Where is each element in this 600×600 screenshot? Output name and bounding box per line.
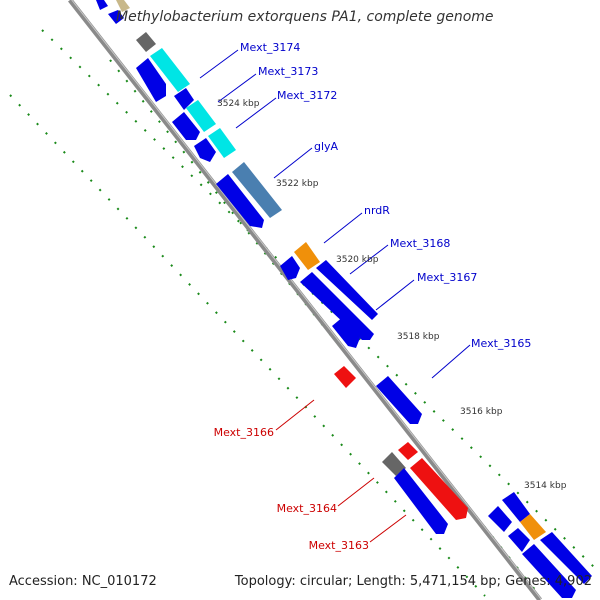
gene-arrow-blue-7 <box>300 272 374 340</box>
gene-label-mext3165[interactable]: Mext_3165 <box>471 337 531 350</box>
gene-box-gray-2 <box>382 452 406 476</box>
kbp-label-3522: 3522 kbp <box>276 179 319 189</box>
gene-arrow-blue-16 <box>540 532 592 584</box>
gene-box-red-2 <box>398 442 418 460</box>
genome-stats-label: Topology: circular; Length: 5,471,154 bp… <box>234 574 592 589</box>
gene-label-glyA[interactable]: glyA <box>314 140 339 153</box>
gene-box-top-blue-2 <box>108 10 124 24</box>
leader-line-mext3172 <box>235 97 277 129</box>
kbp-label-3514: 3514 kbp <box>524 481 567 491</box>
gene-box-orange-2 <box>520 514 546 540</box>
gene-label-mext3164[interactable]: Mext_3164 <box>277 502 337 515</box>
gene-label-mext3167[interactable]: Mext_3167 <box>417 271 477 284</box>
gene-arrow-blue-10 <box>376 376 422 424</box>
gene-arrow-blue-6 <box>280 256 300 280</box>
gene-label-mext3163[interactable]: Mext_3163 <box>309 539 369 552</box>
gene-label-nrdR[interactable]: nrdR <box>364 204 390 217</box>
genome-backbone <box>68 0 542 600</box>
kbp-label-3518: 3518 kbp <box>397 332 440 342</box>
gene-box-cyan-3 <box>208 128 236 158</box>
genome-title: Methylobacterium extorquens PA1, complet… <box>116 9 494 25</box>
kbp-label-3524: 3524 kbp <box>217 99 260 109</box>
gene-arrow-blue-9 <box>332 316 360 348</box>
gene-arrow-blue-11 <box>394 468 448 534</box>
gene-arrow-red-1 <box>410 458 468 520</box>
leader-line-glyA <box>273 147 313 179</box>
gene-label-mext3174[interactable]: Mext_3174 <box>240 41 300 54</box>
leader-line-nrdR <box>323 212 363 244</box>
kbp-label-3520: 3520 kbp <box>336 255 379 265</box>
gene-label-mext3173[interactable]: Mext_3173 <box>258 65 318 78</box>
leader-line-mext3165 <box>431 344 471 379</box>
gene-box-top-blue <box>96 0 108 10</box>
gene-arrow-blue-15 <box>522 544 576 598</box>
gene-arrow-blue-3 <box>172 112 200 140</box>
gene-box-red-1 <box>334 366 356 388</box>
gene-label-mext3172[interactable]: Mext_3172 <box>277 89 337 102</box>
leader-line-mext3163 <box>369 514 407 543</box>
accession-label: Accession: NC_010172 <box>9 574 157 589</box>
gene-arrow-blue-5 <box>216 174 264 228</box>
gene-arrow-blue-1 <box>136 58 166 102</box>
gene-arrow-blue-12 <box>488 506 512 532</box>
gene-arrow-blue-2 <box>174 88 194 110</box>
leader-line-mext3174 <box>199 49 239 79</box>
gene-box-gray-1 <box>136 32 156 52</box>
gene-box-cyan-1 <box>150 48 190 92</box>
leader-line-mext3173 <box>217 73 257 103</box>
gene-box-cyan-2 <box>186 100 216 132</box>
kbp-label-3516: 3516 kbp <box>460 407 503 417</box>
gene-label-mext3168[interactable]: Mext_3168 <box>390 237 450 250</box>
gene-box-steelblue-glyA <box>232 162 282 218</box>
gene-arrow-blue-13 <box>502 492 530 522</box>
leader-line-mext3168 <box>349 244 389 275</box>
gene-arrow-blue-4 <box>194 138 216 162</box>
leader-line-mext3164 <box>337 477 375 507</box>
leader-line-mext3166 <box>275 399 315 431</box>
gene-label-mext3166[interactable]: Mext_3166 <box>214 426 274 439</box>
leader-line-mext3167 <box>375 279 415 311</box>
genome-backbone-highlight <box>71 0 542 600</box>
gene-arrow-blue-14 <box>508 528 530 552</box>
gene-arrow-blue-8 <box>316 260 378 320</box>
gene-box-orange-1 <box>294 242 320 270</box>
gene-box-top-tan <box>116 0 130 12</box>
